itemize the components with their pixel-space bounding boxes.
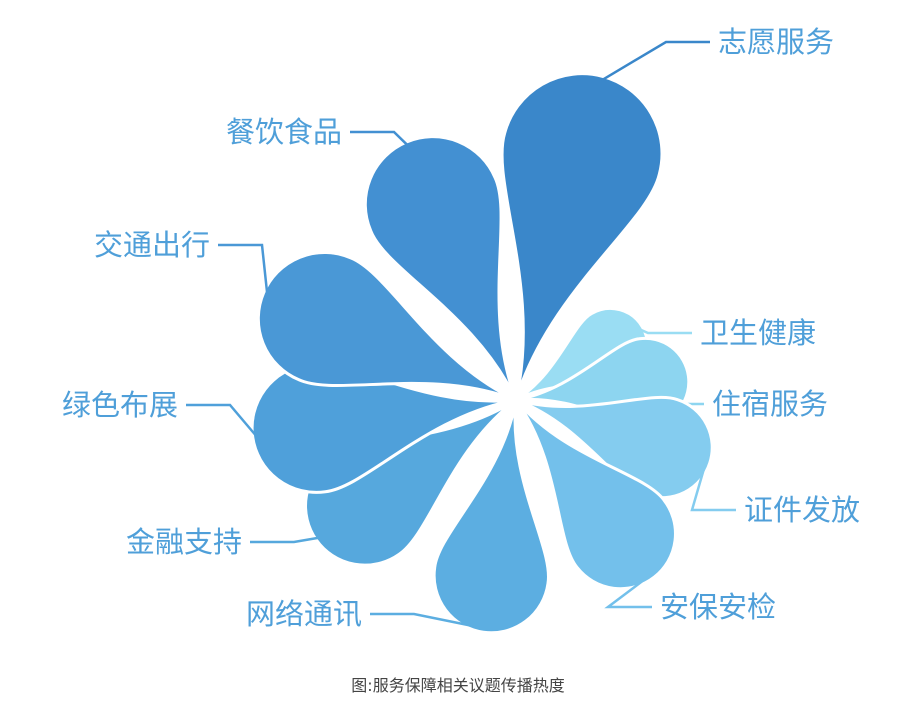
petal-1 — [500, 72, 664, 401]
petal-5 — [514, 399, 677, 591]
category-label-6: 网络通讯 — [246, 597, 362, 631]
leader-line-4 — [690, 461, 736, 512]
leader-line-10 — [350, 130, 409, 147]
petal-6 — [432, 399, 551, 635]
petal-10 — [363, 135, 518, 401]
leader-line-9 — [218, 243, 269, 295]
leader-line-7 — [250, 536, 320, 544]
leader-line-8 — [186, 403, 258, 438]
category-label-4: 证件发放 — [744, 493, 860, 527]
category-label-9: 交通出行 — [94, 228, 210, 262]
chart-caption: 图:服务保障相关议题传播热度 — [351, 676, 565, 695]
category-label-7: 金融支持 — [126, 525, 242, 559]
category-label-3: 住宿服务 — [712, 387, 828, 421]
leader-line-5 — [604, 572, 653, 609]
leader-line-6 — [370, 612, 485, 630]
category-label-2: 卫生健康 — [700, 316, 816, 350]
petal-9 — [256, 251, 517, 402]
leader-line-2 — [638, 327, 692, 335]
category-label-10: 餐饮食品 — [226, 115, 342, 149]
leader-line-1 — [601, 40, 710, 82]
category-label-1: 志愿服务 — [718, 25, 834, 59]
category-label-5: 安保安检 — [660, 590, 776, 624]
category-label-8: 绿色布展 — [62, 388, 178, 422]
